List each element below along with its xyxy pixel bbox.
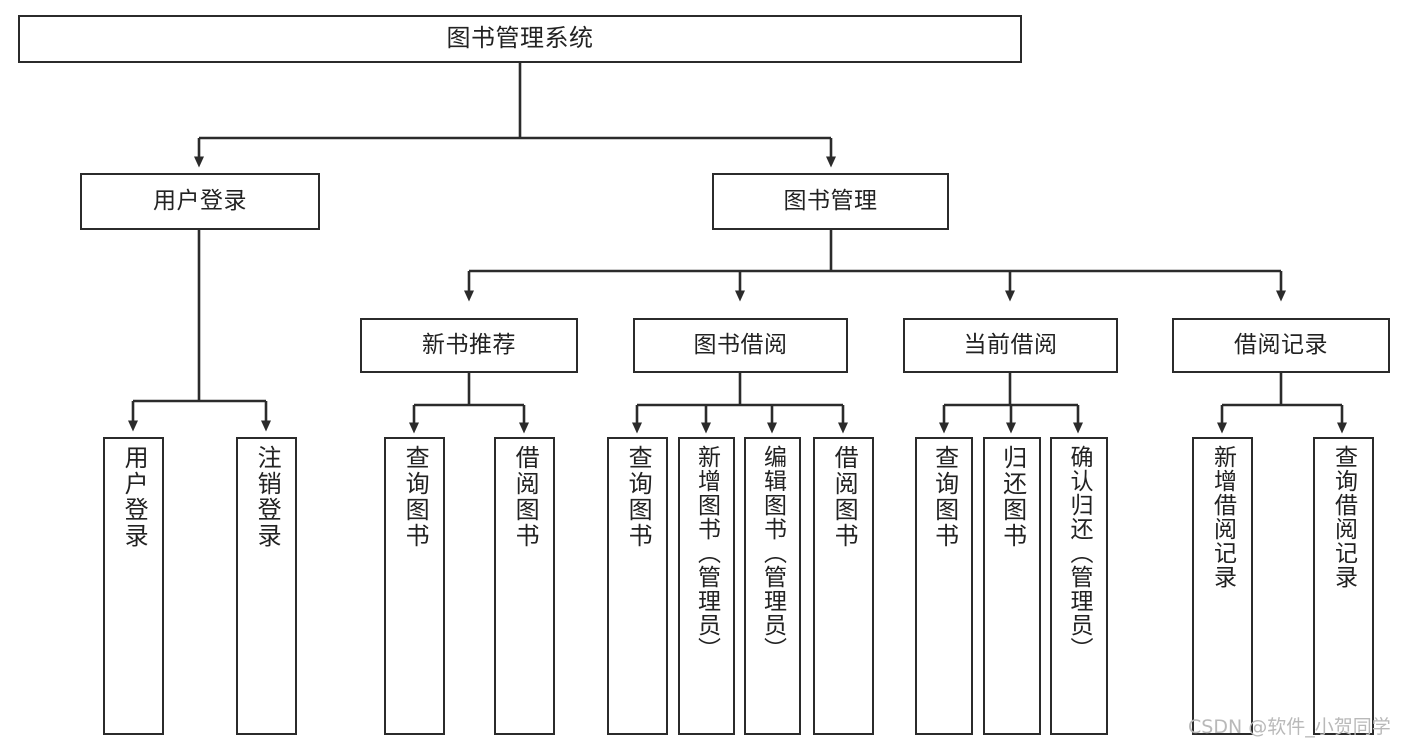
node-leaf-add-book[interactable]: 新增图书（管理员） bbox=[678, 437, 735, 735]
node-new-book-recommend-label: 新书推荐 bbox=[422, 332, 516, 359]
node-book-borrow-label: 图书借阅 bbox=[693, 332, 788, 359]
node-leaf-return-book[interactable]: 归还图书 bbox=[983, 437, 1041, 735]
node-book-manage[interactable]: 图书管理 bbox=[712, 173, 949, 230]
node-leaf-query-record[interactable]: 查询借阅记录 bbox=[1313, 437, 1374, 735]
node-leaf-add-record[interactable]: 新增借阅记录 bbox=[1192, 437, 1253, 735]
node-user-login-label: 用户登录 bbox=[153, 188, 247, 215]
node-leaf-query-book-2[interactable]: 查询图书 bbox=[607, 437, 668, 735]
node-leaf-confirm-return[interactable]: 确认归还（管理员） bbox=[1050, 437, 1108, 735]
node-leaf-add-book-label: 新增图书（管理员） bbox=[693, 445, 720, 661]
node-leaf-borrow-book-1[interactable]: 借阅图书 bbox=[494, 437, 555, 735]
node-current-borrow[interactable]: 当前借阅 bbox=[903, 318, 1118, 373]
node-leaf-logout-label: 注销登录 bbox=[253, 445, 282, 549]
node-borrow-record[interactable]: 借阅记录 bbox=[1172, 318, 1390, 373]
node-leaf-query-book-1[interactable]: 查询图书 bbox=[384, 437, 445, 735]
node-borrow-record-label: 借阅记录 bbox=[1234, 332, 1328, 359]
node-leaf-query-book-3[interactable]: 查询图书 bbox=[915, 437, 973, 735]
node-leaf-user-login-label: 用户登录 bbox=[120, 445, 149, 549]
node-leaf-add-record-label: 新增借阅记录 bbox=[1209, 445, 1236, 589]
node-root-label: 图书管理系统 bbox=[446, 24, 594, 53]
node-root[interactable]: 图书管理系统 bbox=[18, 15, 1022, 63]
node-leaf-edit-book[interactable]: 编辑图书（管理员） bbox=[744, 437, 801, 735]
node-book-borrow[interactable]: 图书借阅 bbox=[633, 318, 848, 373]
node-leaf-query-book-1-label: 查询图书 bbox=[401, 445, 430, 549]
node-leaf-confirm-return-label: 确认归还（管理员） bbox=[1066, 445, 1093, 661]
node-leaf-return-book-label: 归还图书 bbox=[998, 445, 1027, 549]
node-new-book-recommend[interactable]: 新书推荐 bbox=[360, 318, 578, 373]
node-current-borrow-label: 当前借阅 bbox=[963, 332, 1058, 359]
node-leaf-borrow-book-2-label: 借阅图书 bbox=[830, 445, 859, 549]
node-book-manage-label: 图书管理 bbox=[783, 188, 878, 215]
node-leaf-edit-book-label: 编辑图书（管理员） bbox=[759, 445, 786, 661]
node-leaf-borrow-book-1-label: 借阅图书 bbox=[511, 445, 540, 549]
node-leaf-borrow-book-2[interactable]: 借阅图书 bbox=[813, 437, 874, 735]
node-leaf-user-login[interactable]: 用户登录 bbox=[103, 437, 164, 735]
node-leaf-query-record-label: 查询借阅记录 bbox=[1330, 445, 1357, 589]
node-user-login[interactable]: 用户登录 bbox=[80, 173, 320, 230]
csdn-watermark: CSDN @软件_小贺同学 bbox=[1188, 716, 1391, 738]
node-leaf-query-book-2-label: 查询图书 bbox=[624, 445, 653, 549]
node-leaf-logout[interactable]: 注销登录 bbox=[236, 437, 297, 735]
node-leaf-query-book-3-label: 查询图书 bbox=[930, 445, 959, 549]
